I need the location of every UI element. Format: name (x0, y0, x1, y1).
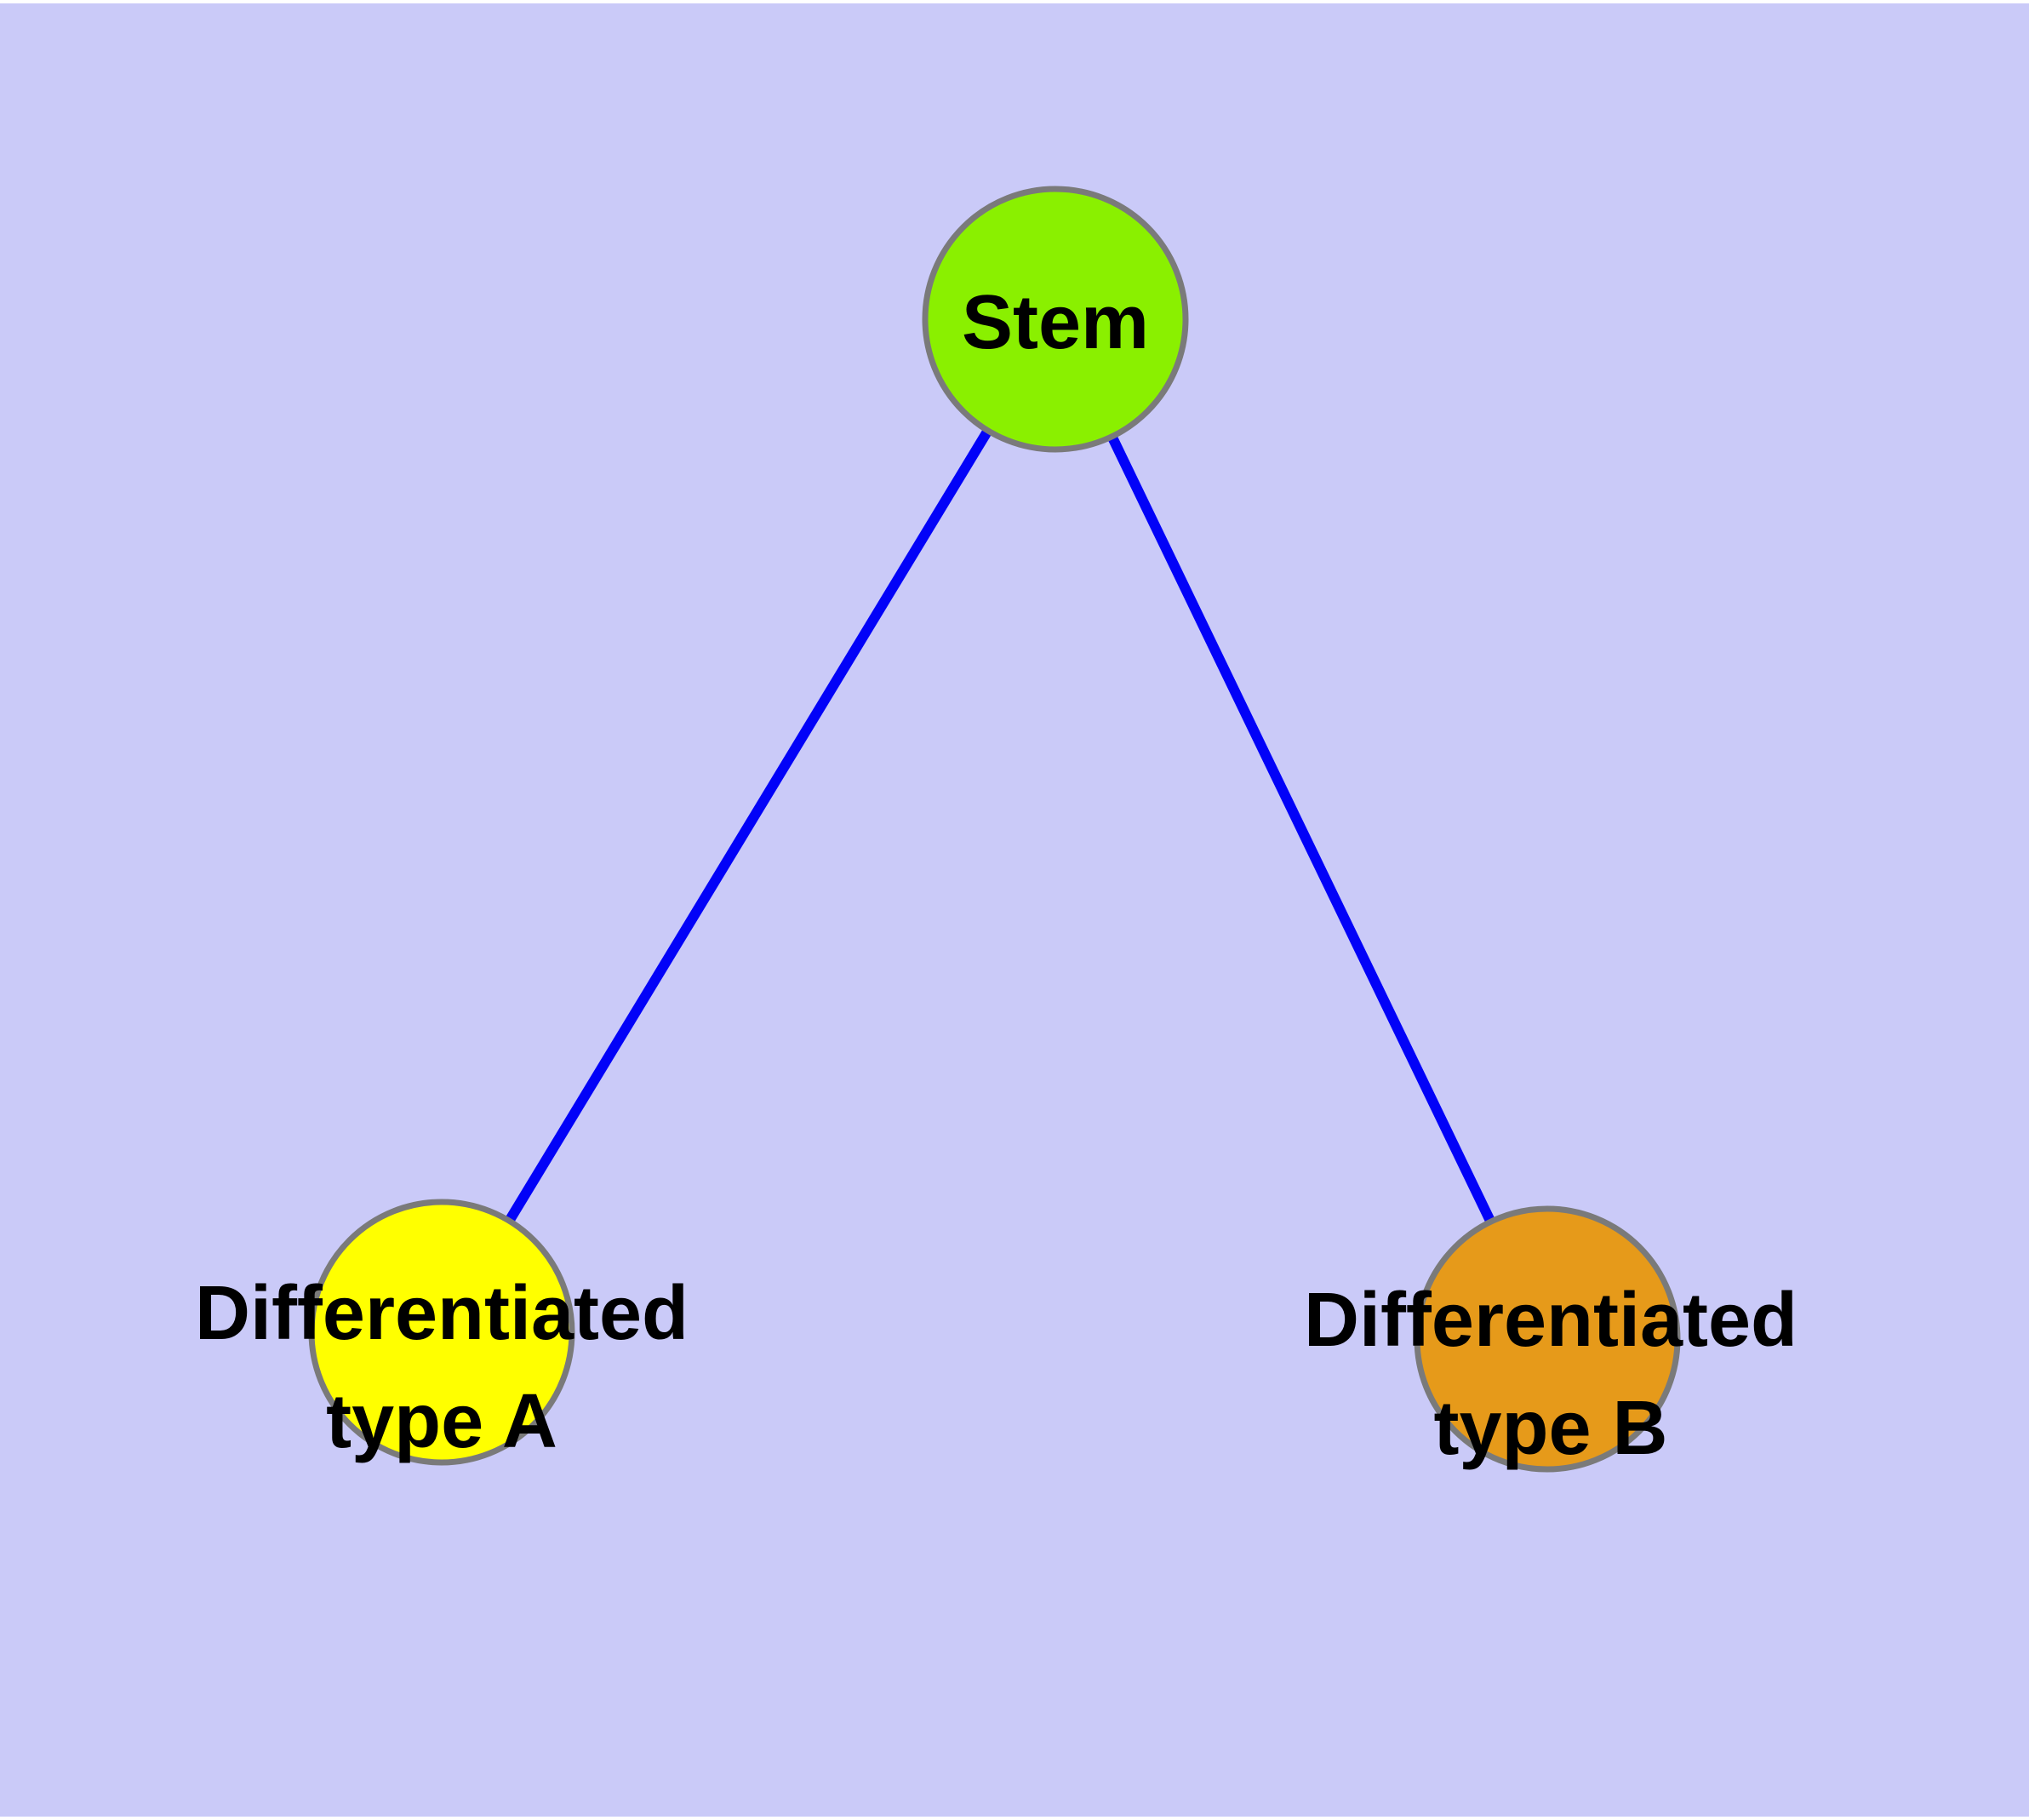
edge-stem-to-type-b (1050, 317, 1552, 1342)
node-differentiated-type-b: Differentiated type B (1304, 1205, 1798, 1473)
node-type-b-label-line1: Differentiated (1304, 1278, 1798, 1363)
node-type-b-circle (1414, 1205, 1681, 1473)
node-type-a-label-line1: Differentiated (195, 1271, 689, 1356)
top-edge-highlight (0, 0, 2029, 3)
edge-stem-to-type-a (437, 316, 1060, 1336)
node-differentiated-type-a: Differentiated type A (195, 1199, 689, 1466)
node-type-a-circle (308, 1199, 575, 1466)
node-stem-label: Stem (962, 280, 1149, 365)
node-stem-circle (922, 186, 1189, 453)
bottom-edge-highlight (0, 1817, 2029, 1820)
node-stem: Stem (922, 186, 1189, 453)
node-type-a-label-line2: type A (326, 1379, 557, 1464)
node-type-b-label-line2: type B (1433, 1386, 1667, 1471)
